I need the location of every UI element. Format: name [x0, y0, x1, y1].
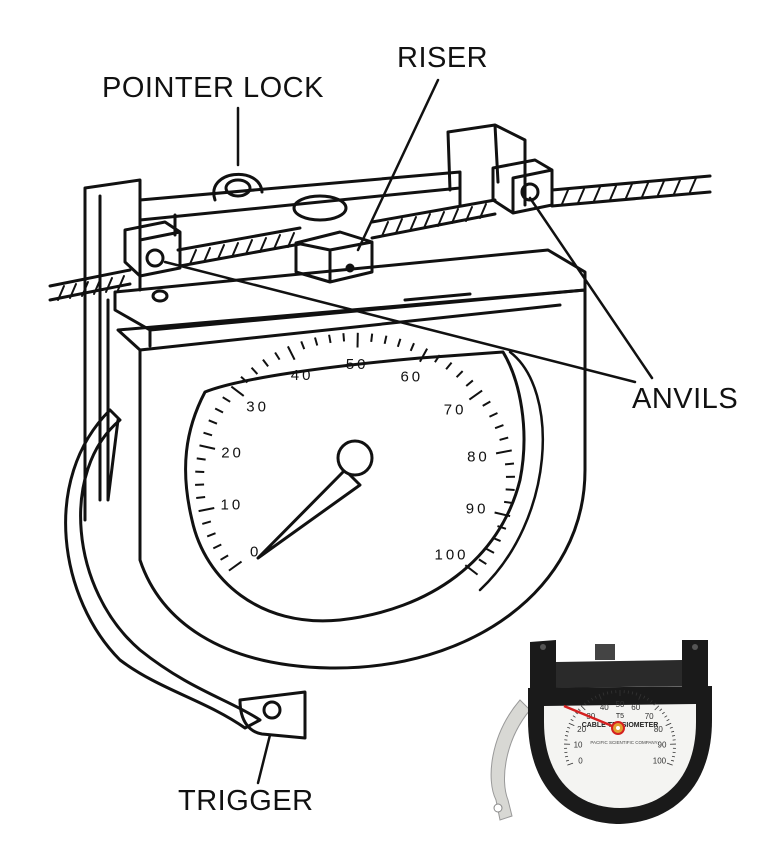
photo-maker: PACIFIC SCIENTIFIC COMPANY: [590, 740, 657, 745]
dial-tick: [199, 508, 215, 511]
dial-tick: [213, 545, 221, 549]
dial-tick: [202, 521, 211, 523]
dial-tick: [197, 458, 206, 459]
photo-lock: [595, 644, 615, 660]
trigger-hole: [264, 702, 280, 718]
riser-top: [294, 196, 346, 220]
left-anvil-pin: [147, 250, 163, 266]
dial-tick: [229, 562, 242, 571]
cable-right: [552, 176, 710, 206]
pointer-hub: [338, 441, 372, 475]
dial-tick: [504, 502, 513, 503]
label-anvils: ANVILS: [632, 383, 738, 416]
dial-inner-arc: [480, 352, 543, 590]
dial-number: 100: [435, 547, 469, 564]
dial-tick: [207, 533, 215, 536]
upper-housing-line: [405, 294, 470, 300]
cable-left: [50, 270, 130, 300]
dial-tick: [506, 489, 515, 490]
photo-dial-number: 60: [631, 703, 640, 712]
dial-number: 80: [467, 449, 490, 466]
dial-number: 20: [221, 445, 244, 462]
photo-model: T5: [616, 713, 624, 720]
dial-tick: [446, 363, 451, 370]
dial-tick: [486, 549, 494, 553]
photo-dial-number: 70: [645, 712, 654, 721]
dial-tick: [489, 413, 497, 417]
dial-tick: [263, 360, 268, 367]
dial-tick: [215, 408, 223, 412]
leader-trigger: [258, 735, 270, 783]
dial-tick: [465, 565, 477, 574]
dial-tick: [466, 380, 473, 386]
dial-number: 90: [466, 500, 489, 517]
dial-tick: [479, 559, 486, 564]
dial-tick: [469, 391, 482, 400]
dial-tick: [199, 445, 215, 448]
photo-top-rail: [556, 660, 682, 688]
photo-tick: [565, 736, 568, 737]
dial-tick: [315, 337, 317, 345]
housing-hole: [153, 291, 167, 301]
photo-tick: [672, 736, 675, 737]
label-pointer-lock: POINTER LOCK: [102, 72, 324, 105]
dial-tick: [223, 397, 230, 402]
dial-number: 40: [291, 367, 314, 384]
dial-tick: [209, 420, 217, 423]
dial-tick: [288, 346, 295, 359]
dial-tick: [496, 450, 512, 453]
pointer-lock-hole: [226, 180, 250, 196]
dial-tick: [371, 334, 372, 342]
dial-number: 50: [346, 356, 369, 373]
dial-number: 70: [444, 402, 467, 419]
dial-tick: [329, 335, 330, 343]
top-rail: [140, 172, 460, 220]
dial-tick: [495, 425, 503, 428]
dial-tick: [398, 339, 401, 347]
dial-tick: [505, 463, 514, 464]
dial-tick: [275, 352, 279, 359]
dial-tick: [252, 368, 258, 374]
dial-tick: [483, 401, 491, 405]
dial-tick: [301, 341, 304, 349]
dial-tick: [411, 343, 414, 351]
photo-dial-number: 90: [658, 741, 667, 750]
photo-hub-center: [616, 726, 620, 730]
dial-tick: [343, 333, 344, 341]
leader-anvil-right: [530, 198, 652, 378]
dial-tick: [457, 371, 463, 377]
dial-tick: [420, 349, 427, 362]
dial-tick: [204, 433, 213, 436]
photo-dial-number: 40: [600, 703, 609, 712]
label-riser: RISER: [397, 42, 488, 75]
photo-dial-number: 0: [578, 756, 583, 765]
photo-dial-number: 50: [616, 700, 625, 709]
dial-tick: [221, 555, 229, 559]
label-trigger: TRIGGER: [178, 785, 314, 818]
pointer-needle: [258, 470, 360, 558]
dial-tick: [500, 438, 509, 440]
photo-trigger-arm: [491, 700, 530, 820]
dial-number: 10: [221, 496, 244, 513]
dial-tick: [385, 336, 387, 344]
dial-tick: [231, 387, 243, 396]
photo-dial-number: 10: [574, 741, 583, 750]
dial-number: 60: [400, 369, 423, 386]
dial-number: 0: [250, 543, 261, 560]
photo-dial-number: 100: [653, 756, 667, 765]
dial-number: 30: [246, 398, 269, 415]
dial-tick: [196, 497, 205, 498]
